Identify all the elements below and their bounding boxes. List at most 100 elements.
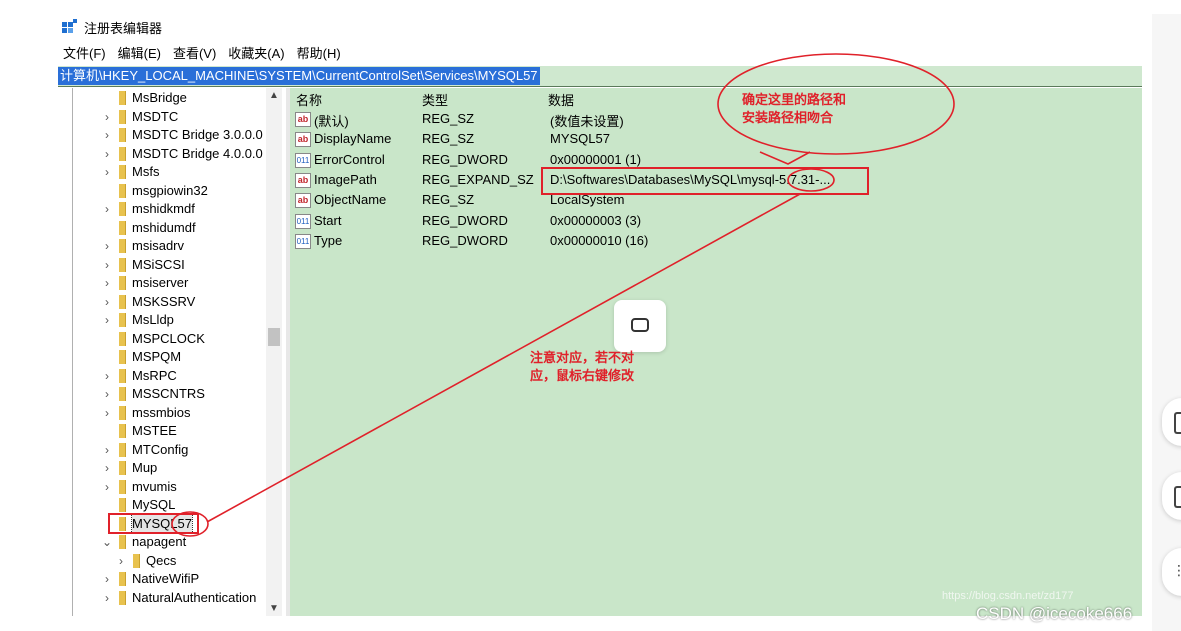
- folder-icon: [119, 590, 126, 605]
- folder-icon: [119, 350, 126, 364]
- folder-icon: [133, 553, 140, 568]
- tree-item-label: MSTEE: [132, 423, 177, 438]
- column-type-header[interactable]: 类型: [422, 93, 449, 108]
- blog-watermark: https://blog.csdn.net/zd177: [942, 590, 1074, 602]
- tree-item[interactable]: MYSQL57: [101, 513, 193, 534]
- chevron-right-icon[interactable]: ›: [105, 109, 109, 124]
- chevron-right-icon[interactable]: ›: [119, 553, 123, 568]
- chevron-right-icon[interactable]: ›: [105, 294, 109, 309]
- folder-icon: [119, 461, 126, 475]
- tree-item[interactable]: MSTEE: [101, 422, 177, 440]
- tree-item[interactable]: ›MTConfig: [101, 441, 188, 459]
- tree-item[interactable]: msgpiowin32: [101, 182, 208, 200]
- menu-view[interactable]: 查看(V): [172, 45, 217, 61]
- tree-item[interactable]: ›MSDTC Bridge 4.0.0.0: [101, 145, 263, 163]
- chevron-right-icon[interactable]: ›: [105, 387, 109, 401]
- cell-name: ObjectName: [314, 192, 387, 208]
- chevron-right-icon[interactable]: ›: [105, 479, 109, 494]
- column-data-header[interactable]: 数据: [548, 93, 575, 108]
- tree-item[interactable]: ›NativeWifiP: [101, 570, 199, 588]
- chevron-right-icon[interactable]: ›: [105, 202, 109, 216]
- scroll-up-icon[interactable]: ▲: [269, 90, 279, 101]
- comment-button[interactable]: [614, 300, 666, 352]
- chevron-right-icon[interactable]: ›: [105, 368, 109, 383]
- cell-data: (数值未设置): [550, 114, 624, 129]
- tree-item[interactable]: MSPQM: [101, 348, 181, 366]
- side-panel: [1152, 14, 1181, 631]
- column-name-header[interactable]: 名称: [296, 93, 323, 108]
- chevron-right-icon[interactable]: ›: [105, 313, 109, 327]
- chevron-right-icon[interactable]: ›: [105, 461, 109, 475]
- tree-item-label: MsLldp: [132, 312, 174, 327]
- tree-item[interactable]: ›MsRPC: [101, 367, 177, 385]
- chevron-right-icon[interactable]: ›: [105, 165, 109, 179]
- folder-icon: [119, 146, 126, 161]
- tree-item[interactable]: ›mvumis: [101, 478, 177, 496]
- tree-item[interactable]: mshidumdf: [101, 219, 196, 237]
- tree-item[interactable]: ›mshidkmdf: [101, 200, 195, 218]
- menu-edit[interactable]: 编辑(E): [117, 45, 161, 61]
- tree-item[interactable]: ⌄ napagent: [101, 533, 186, 551]
- tree-item-label: napagent: [132, 534, 187, 549]
- tree-item[interactable]: ›MSiSCSI: [101, 256, 185, 274]
- scroll-down-icon[interactable]: ▼: [269, 603, 279, 614]
- chevron-down-icon[interactable]: ⌄: [101, 535, 113, 549]
- tree-item[interactable]: MySQL: [101, 496, 175, 514]
- address-bar[interactable]: 计算机\HKEY_LOCAL_MACHINE\SYSTEM\CurrentCon…: [58, 66, 1142, 87]
- chevron-right-icon[interactable]: ›: [105, 572, 109, 586]
- pane-splitter[interactable]: [286, 88, 290, 616]
- registry-editor-icon: [62, 19, 78, 35]
- chevron-right-icon[interactable]: ›: [105, 276, 109, 290]
- tree-item[interactable]: ›Mup: [101, 459, 157, 477]
- tree-item[interactable]: ›Msfs: [101, 163, 159, 181]
- tree-item[interactable]: ›Qecs: [115, 552, 176, 570]
- tree-item[interactable]: › msisadrv: [101, 237, 184, 255]
- chevron-right-icon[interactable]: ›: [105, 257, 109, 272]
- folder-icon: [119, 405, 126, 420]
- cell-name: ErrorControl: [314, 151, 385, 167]
- tree-scrollbar[interactable]: ▲ ▼: [266, 88, 282, 616]
- tree-item[interactable]: ›mssmbios: [101, 404, 191, 422]
- chevron-right-icon[interactable]: ›: [105, 590, 109, 605]
- menu-help[interactable]: 帮助(H): [296, 45, 341, 61]
- chevron-right-icon[interactable]: ›: [105, 239, 109, 253]
- chevron-right-icon[interactable]: ›: [105, 146, 109, 161]
- tree-item[interactable]: MsBridge: [101, 89, 187, 107]
- tree-item-label: NaturalAuthentication: [132, 589, 257, 605]
- scroll-thumb[interactable]: [268, 328, 280, 346]
- cell-data: LocalSystem: [550, 192, 625, 208]
- tree-item[interactable]: MSPCLOCK: [101, 330, 205, 348]
- tree-item[interactable]: ›MSKSSRV: [101, 293, 195, 311]
- side-action-button[interactable]: [1162, 398, 1181, 446]
- tree-item[interactable]: ›MSSCNTRS: [101, 385, 205, 403]
- list-row[interactable]: ab(默认)REG_SZ(数值未设置): [290, 109, 1142, 129]
- menu-favorites[interactable]: 收藏夹(A): [228, 45, 285, 61]
- binary-value-icon: 011: [295, 152, 311, 168]
- tree-item[interactable]: ›MSDTC: [101, 108, 178, 126]
- cell-data: 0x00000010 (16): [550, 232, 649, 248]
- tree-item-label: msisadrv: [132, 238, 185, 253]
- chevron-right-icon[interactable]: ›: [105, 442, 109, 457]
- tree-item[interactable]: › MsLldp: [101, 311, 174, 329]
- address-path[interactable]: 计算机\HKEY_LOCAL_MACHINE\SYSTEM\CurrentCon…: [58, 67, 540, 85]
- window-title: 注册表编辑器: [84, 20, 163, 36]
- chevron-right-icon[interactable]: ›: [105, 405, 109, 420]
- cell-data: MYSQL57: [550, 131, 610, 147]
- side-like-button[interactable]: [1162, 472, 1181, 520]
- cell-type: REG_SZ: [422, 131, 475, 147]
- folder-icon: [119, 165, 126, 179]
- string-value-icon: ab: [295, 132, 311, 148]
- cell-type: REG_SZ: [422, 111, 475, 126]
- chevron-right-icon[interactable]: ›: [105, 128, 109, 142]
- side-share-button[interactable]: ⋮: [1162, 548, 1181, 596]
- tree-item[interactable]: ›msiserver: [101, 274, 188, 292]
- tree-item[interactable]: › NaturalAuthentication: [101, 589, 256, 607]
- tree-item[interactable]: ›MSDTC Bridge 3.0.0.0: [101, 126, 263, 144]
- menu-file[interactable]: 文件(F): [63, 45, 106, 61]
